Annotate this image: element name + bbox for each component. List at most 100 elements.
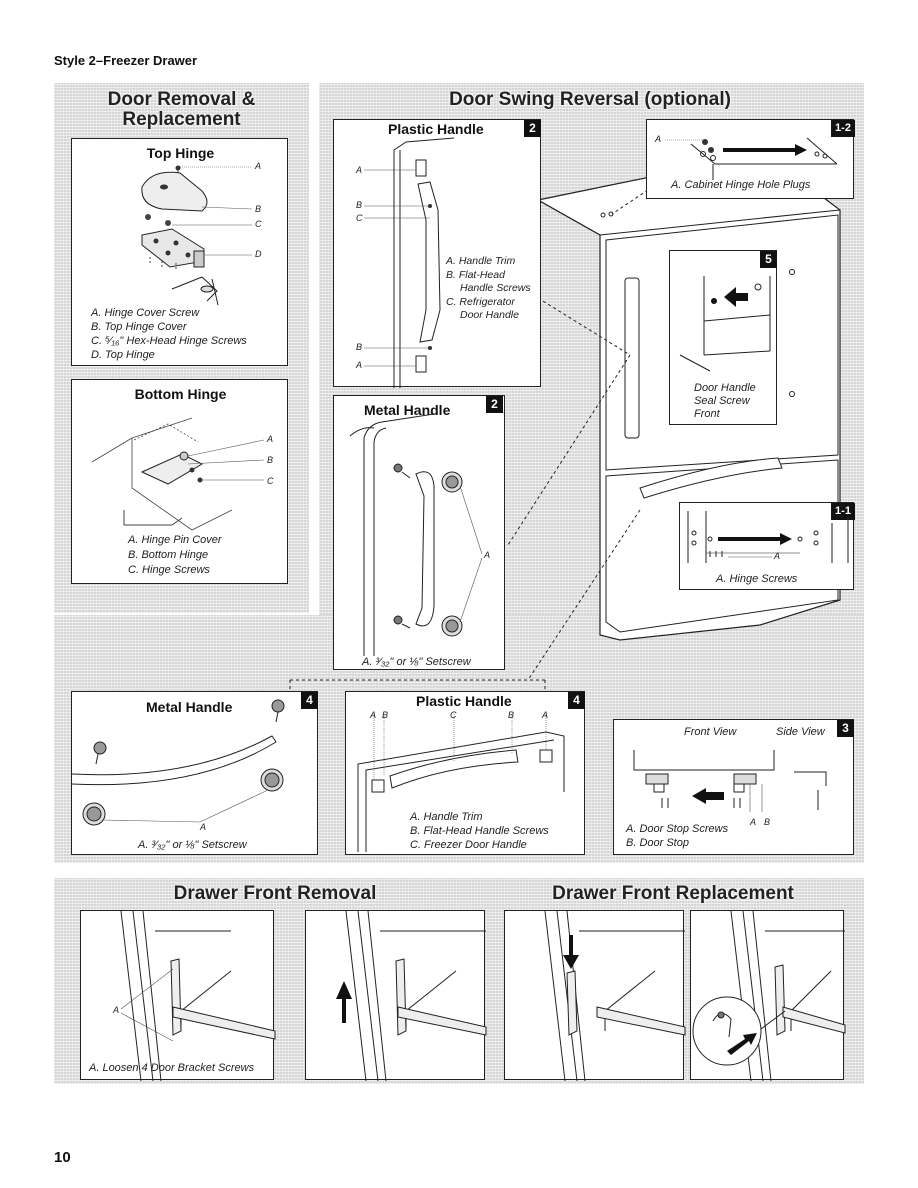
metal-handle-4-label-a: A: [200, 822, 207, 832]
seal-screw-caption-1: Seal Screw: [694, 395, 750, 407]
door-stop-front-view: Front View: [684, 726, 737, 738]
seal-screw-caption-2: Front: [694, 408, 720, 420]
page-number: 10: [54, 1149, 71, 1166]
plastic-handle-2-caption-0: A. Handle Trim: [446, 255, 516, 267]
metal-handle-panel-2: Metal Handle 2 A A. ³⁄₃₂" or ⅛" Setscrew: [333, 395, 505, 670]
drawer-step-2-drawing: [336, 910, 487, 1082]
door-stop-badge: 3: [837, 720, 854, 737]
top-hinge-title: Top Hinge: [146, 145, 215, 161]
plastic-handle-2-caption-1: B. Flat-Head: [446, 269, 505, 281]
top-hinge-label-d: D: [255, 249, 262, 259]
top-hinge-label-a: A: [255, 161, 262, 171]
plastic-handle-2-drawing: [364, 137, 455, 388]
plastic-handle-2-badge: 2: [524, 120, 541, 137]
top-hinge-drawing: [141, 165, 253, 306]
top-hinge-caption-a: A. Hinge Cover Screw: [91, 307, 200, 319]
hinge-screws-badge: 1-1: [831, 503, 855, 520]
plastic-handle-4-label-b2: B: [508, 710, 515, 720]
hinge-screws-label-a: A: [774, 551, 781, 561]
top-hinge-caption-b: B. Top Hinge Cover: [91, 321, 187, 333]
top-hinge-caption-d: D. Top Hinge: [91, 349, 155, 361]
door-removal-title-line1: Door Removal &: [107, 89, 256, 110]
drawer-step-3: [504, 910, 686, 1082]
drawer-step-4: [690, 910, 846, 1082]
door-swing-title: Door Swing Reversal (optional): [449, 89, 731, 110]
top-hinge-label-c: C: [255, 219, 262, 229]
hinge-screws-caption: A. Hinge Screws: [716, 573, 798, 585]
plastic-handle-2-label-b2: B: [356, 342, 363, 352]
metal-handle-4-title: Metal Handle: [146, 699, 233, 715]
door-removal-title: Door Removal & Replacement: [54, 90, 309, 130]
metal-handle-2-title: Metal Handle: [364, 402, 451, 418]
door-stop-panel: 3 Front View Side View A B A. Door Stop …: [613, 719, 854, 855]
metal-handle-4-caption: A. ³⁄₃₂" or ⅛" Setscrew: [138, 839, 247, 851]
plastic-handle-2-label-a2: A: [356, 360, 363, 370]
plastic-handle-2-label-b1: B: [356, 200, 363, 210]
drawer-step-3-drawing: [544, 910, 686, 1082]
hinge-screws-drawing: [687, 511, 849, 563]
plastic-handle-4-badge: 4: [568, 692, 585, 709]
cabinet-plugs-caption: A. Cabinet Hinge Hole Plugs: [671, 179, 811, 191]
drawer-caption: A. Loosen 4 Door Bracket Screws: [89, 1062, 255, 1074]
plastic-handle-4-caption-1: B. Flat-Head Handle Screws: [410, 825, 549, 837]
plastic-handle-4-label-a2: A: [542, 710, 549, 720]
seal-screw-badge: 5: [760, 251, 777, 268]
seal-screw-drawing: [679, 276, 771, 372]
plastic-handle-panel-4: Plastic Handle 4 A B C B A A. Handle Tri…: [345, 691, 585, 855]
plastic-handle-4-label-b1: B: [382, 710, 389, 720]
metal-handle-panel-4: Metal Handle 4 A A. ³⁄₃₂" or ⅛" Setscrew: [71, 691, 318, 855]
drawer-step-1: A A. Loosen 4 Door Bracket Screws: [80, 910, 276, 1082]
door-stop-label-a: A: [750, 817, 757, 827]
drawer-removal-title: Drawer Front Removal: [173, 883, 377, 904]
plastic-handle-4-caption-0: A. Handle Trim: [410, 811, 483, 823]
bottom-hinge-drawing: [91, 417, 265, 531]
hinge-screws-panel: 1-1 A A. Hinge Screws: [679, 502, 855, 590]
door-stop-caption-b: B. Door Stop: [626, 837, 689, 849]
door-removal-title-line2: Replacement: [122, 109, 241, 130]
cabinet-plugs-label-a: A: [655, 134, 662, 144]
metal-handle-4-badge: 4: [301, 692, 318, 709]
seal-screw-panel: 5 Door Handle Seal Screw Front: [669, 250, 777, 425]
drawer-step-1-drawing: [120, 910, 276, 1082]
bottom-hinge-caption-a: A. Hinge Pin Cover: [128, 534, 222, 546]
bottom-hinge-label-c: C: [267, 476, 274, 486]
door-stop-drawing: [633, 750, 827, 812]
cabinet-plugs-panel: 1-2 A A. Cabinet Hinge Hole Plugs: [646, 119, 855, 199]
drawer-replacement-title: Drawer Front Replacement: [552, 883, 794, 904]
seal-screw-caption-0: Door Handle: [694, 382, 756, 394]
metal-handle-2-label-a: A: [484, 550, 491, 560]
plastic-handle-4-drawing: [357, 714, 565, 852]
metal-handle-2-badge: 2: [486, 396, 503, 413]
drawer-step-2: [305, 910, 487, 1082]
plastic-handle-2-caption-3: C. Refrigerator: [446, 296, 515, 308]
plastic-handle-4-caption-2: C. Freezer Door Handle: [410, 839, 527, 851]
page-header: Style 2–Freezer Drawer: [54, 53, 198, 68]
plastic-handle-4-label-a1: A: [370, 710, 377, 720]
door-stop-caption-a: A. Door Stop Screws: [626, 823, 729, 835]
plastic-handle-4-title: Plastic Handle: [416, 693, 512, 709]
plastic-handle-2-label-c: C: [356, 213, 363, 223]
cabinet-plugs-badge: 1-2: [831, 120, 855, 137]
top-hinge-caption-c: C. ⁵⁄₁₆" Hex-Head Hinge Screws: [91, 335, 247, 347]
bottom-hinge-label-b: B: [267, 455, 274, 465]
plastic-handle-2-caption-2: Handle Screws: [460, 282, 531, 294]
plastic-handle-4-label-c: C: [450, 710, 457, 720]
plastic-handle-2-title: Plastic Handle: [388, 121, 484, 137]
door-stop-side-view: Side View: [776, 726, 825, 738]
plastic-handle-2-label-a1: A: [356, 165, 363, 175]
plastic-handle-panel-2: Plastic Handle 2 A B C B A A. Handle Tri…: [333, 119, 541, 388]
metal-handle-2-drawing: [349, 413, 483, 656]
cabinet-plugs-drawing: [665, 137, 838, 180]
top-hinge-label-b: B: [255, 204, 262, 214]
bottom-hinge-label-a: A: [267, 434, 274, 444]
bottom-hinge-caption-c: C. Hinge Screws: [128, 564, 210, 576]
bottom-hinge-title: Bottom Hinge: [134, 386, 227, 402]
drawer-step-4-drawing: [692, 910, 846, 1082]
drawer-label-a: A: [113, 1005, 120, 1015]
bottom-hinge-panel: Bottom Hinge A B C A. Hinge Pin Cover B.…: [71, 379, 288, 584]
plastic-handle-2-caption-4: Door Handle: [460, 309, 519, 321]
door-stop-label-b: B: [764, 817, 771, 827]
metal-handle-4-drawing: [71, 699, 285, 826]
bottom-hinge-caption-b: B. Bottom Hinge: [128, 549, 209, 561]
top-hinge-panel: Top Hinge A B C D A. Hinge Cover Screw B…: [71, 138, 288, 366]
